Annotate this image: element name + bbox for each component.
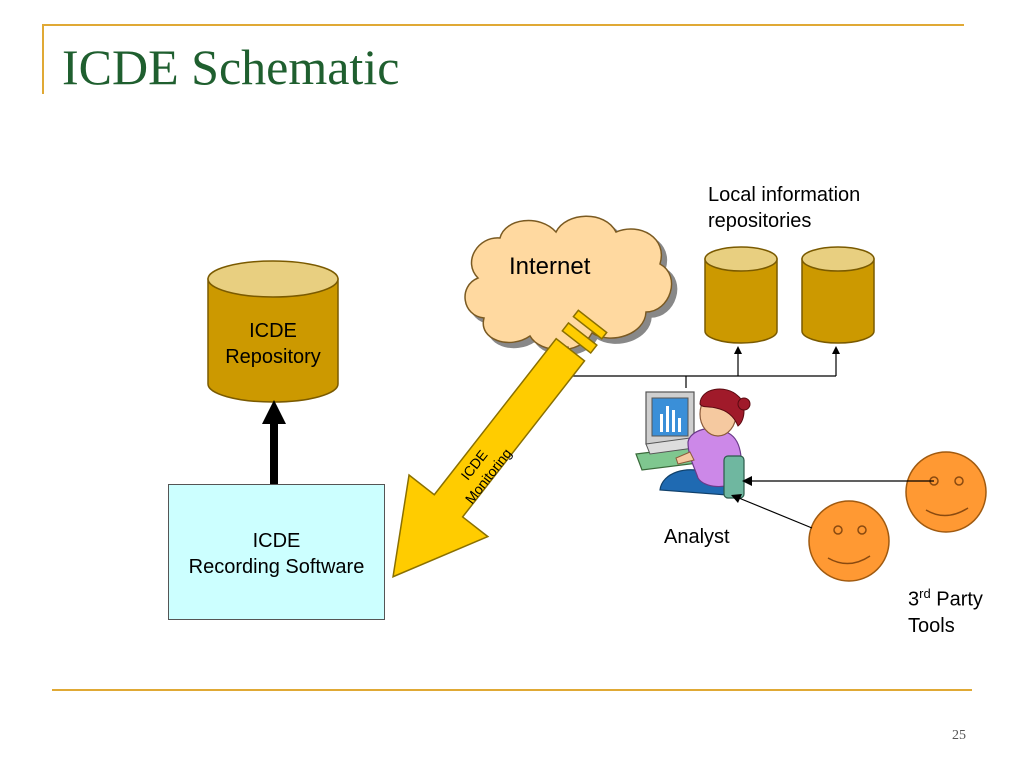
third-party-tools-label: 3rd Party Tools	[908, 586, 983, 639]
recording-to-repository-arrow	[262, 400, 286, 484]
third-party-word: Party	[936, 588, 983, 611]
recording-label-line2: Recording Software	[188, 556, 365, 578]
title-left-rule	[42, 24, 44, 94]
third-party-tool-smiley-2	[808, 500, 890, 582]
internet-cloud	[464, 215, 673, 351]
local-repository-cylinder-2	[801, 246, 875, 344]
analyst-person-icon	[659, 388, 751, 499]
recording-software-label: ICDE Recording Software	[168, 528, 385, 580]
tools-to-analyst-arrows	[731, 476, 934, 529]
third-party-superscript: rd	[919, 586, 931, 601]
third-party-tool-smiley-1	[905, 451, 987, 533]
third-party-number: 3	[908, 588, 920, 611]
analyst-computer-icon	[635, 391, 707, 471]
icde-monitoring-arrow	[392, 309, 608, 578]
network-connectors	[567, 352, 837, 388]
title-top-rule	[42, 24, 964, 26]
slide-number: 25	[952, 728, 966, 743]
connector-arrowheads	[564, 346, 840, 354]
repository-label: ICDE Repository	[208, 318, 338, 370]
internet-label: Internet	[509, 253, 591, 280]
third-party-line1: 3rd Party	[908, 586, 983, 613]
icde-recording-software-box	[168, 484, 385, 620]
local-repos-line2: repositories	[708, 210, 812, 232]
icde-repository-cylinder	[207, 260, 339, 403]
local-repositories-label: Local information repositories	[708, 182, 860, 234]
analyst-label: Analyst	[664, 526, 730, 548]
local-repository-cylinder-1	[704, 246, 778, 344]
repository-label-line2: Repository	[225, 346, 321, 368]
third-party-line2: Tools	[908, 614, 955, 637]
repository-label-line1: ICDE	[249, 320, 297, 342]
slide-title: ICDE Schematic	[62, 39, 400, 95]
local-repos-line1: Local information	[708, 184, 861, 206]
recording-label-line1: ICDE	[252, 530, 301, 552]
footer-rule	[52, 689, 972, 691]
